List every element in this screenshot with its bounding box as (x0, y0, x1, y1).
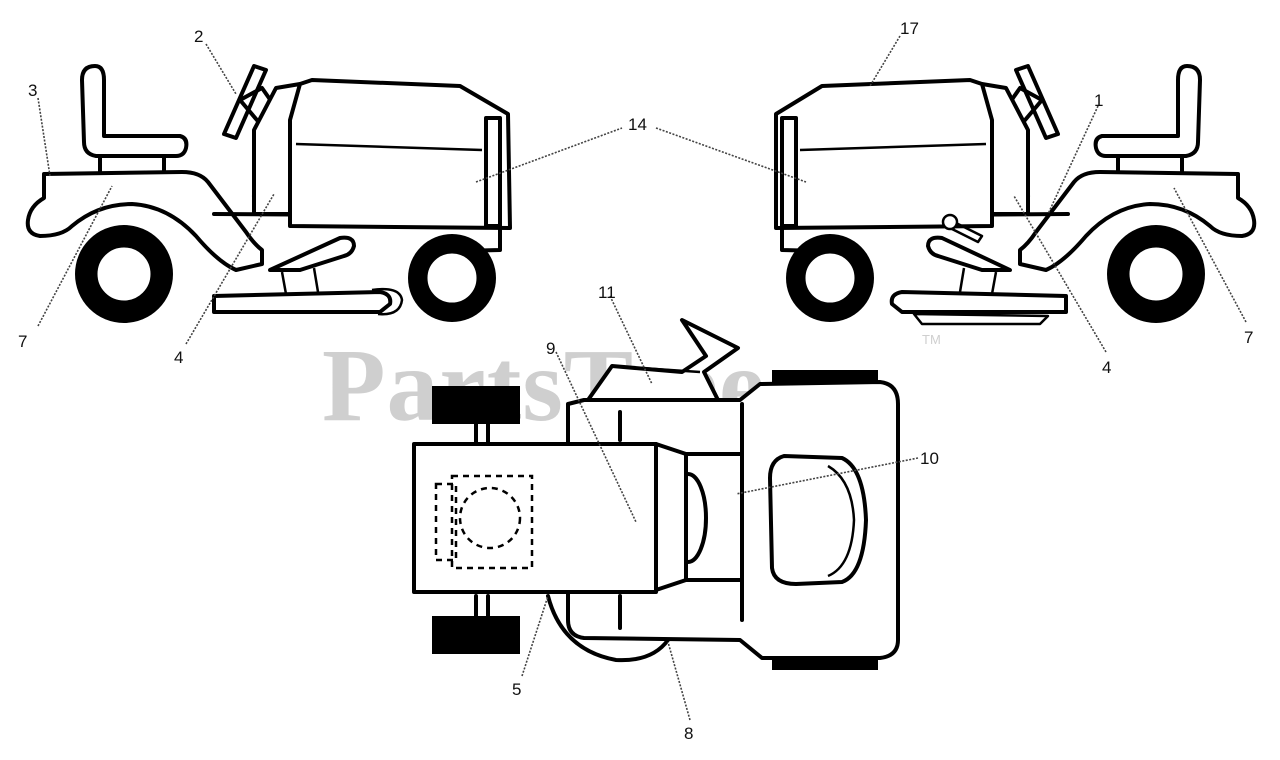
left-steering-wheel (222, 64, 268, 140)
callout-8: 8 (684, 724, 693, 743)
tractor-left-view (25, 64, 512, 323)
callout-1: 1 (1094, 91, 1103, 110)
top-hood-decal-box2 (434, 482, 458, 562)
left-seat (80, 64, 189, 158)
right-rear-fender (1018, 170, 1257, 272)
right-pedal (926, 235, 1012, 272)
leader-1 (1047, 105, 1099, 215)
leader-2 (205, 43, 237, 95)
leader-10 (735, 457, 919, 495)
top-seat-outer (768, 454, 868, 586)
callout-labels: 2 3 7 4 14 17 1 4 7 11 9 10 5 8 (18, 19, 1253, 743)
right-hood (774, 78, 994, 230)
right-front-hub (802, 250, 858, 306)
top-chute-line (611, 364, 701, 374)
callout-17: 17 (900, 19, 919, 38)
left-deck-chute (371, 287, 404, 316)
leader-5 (521, 595, 549, 677)
callout-7-right: 7 (1244, 328, 1253, 347)
left-hood-grille (484, 116, 502, 228)
callout-3: 3 (28, 81, 37, 100)
right-mower-deck (889, 290, 1068, 314)
leader-11 (609, 295, 653, 385)
leader-8 (667, 641, 691, 721)
right-seat (1093, 64, 1202, 158)
right-hood-line (799, 142, 987, 152)
top-front-tire-lower (432, 616, 520, 654)
leader-17 (869, 35, 901, 87)
callout-4-right: 4 (1102, 358, 1111, 377)
leader-lines (37, 35, 1247, 721)
left-mower-deck (212, 290, 393, 314)
callout-5: 5 (512, 680, 521, 699)
top-front-tire-upper (432, 386, 520, 424)
right-deck-bracket (958, 267, 998, 295)
right-deck-skirt (912, 312, 1050, 326)
right-steering-wheel (1014, 64, 1060, 140)
left-deck-bracket (280, 267, 320, 295)
right-rear-hub (1126, 244, 1186, 304)
leader-7a (37, 185, 113, 327)
callout-4-left: 4 (174, 348, 183, 367)
right-lift-knob-ball (941, 213, 959, 231)
left-pedal (268, 235, 356, 272)
callout-2: 2 (194, 27, 203, 46)
leader-4b (1013, 195, 1107, 353)
top-hood (412, 442, 658, 594)
right-hood-grille (780, 116, 798, 228)
callout-11: 11 (598, 283, 616, 302)
left-hood (288, 78, 512, 230)
tractor-right-view (774, 64, 1257, 326)
watermark-tm: TM (922, 332, 941, 347)
leader-4a (185, 193, 275, 345)
leader-3 (37, 97, 51, 177)
left-front-hub (424, 250, 480, 306)
tractor-top-view (412, 318, 900, 670)
top-seat-inner (827, 464, 856, 578)
callout-9: 9 (546, 339, 555, 358)
callout-7-left: 7 (18, 332, 27, 351)
left-hood-line (295, 142, 483, 152)
callout-10: 10 (920, 449, 939, 468)
left-rear-hub (94, 244, 154, 304)
top-hood-decal-circle (458, 486, 522, 550)
callout-14: 14 (628, 115, 647, 134)
top-deck-bulge (546, 594, 670, 663)
top-hood-decal-box (450, 474, 534, 570)
top-front-axle (474, 422, 490, 618)
left-rear-fender (25, 170, 264, 272)
top-dash-wedge (654, 442, 688, 592)
leader-14a (475, 127, 623, 183)
leader-7b (1173, 187, 1247, 323)
